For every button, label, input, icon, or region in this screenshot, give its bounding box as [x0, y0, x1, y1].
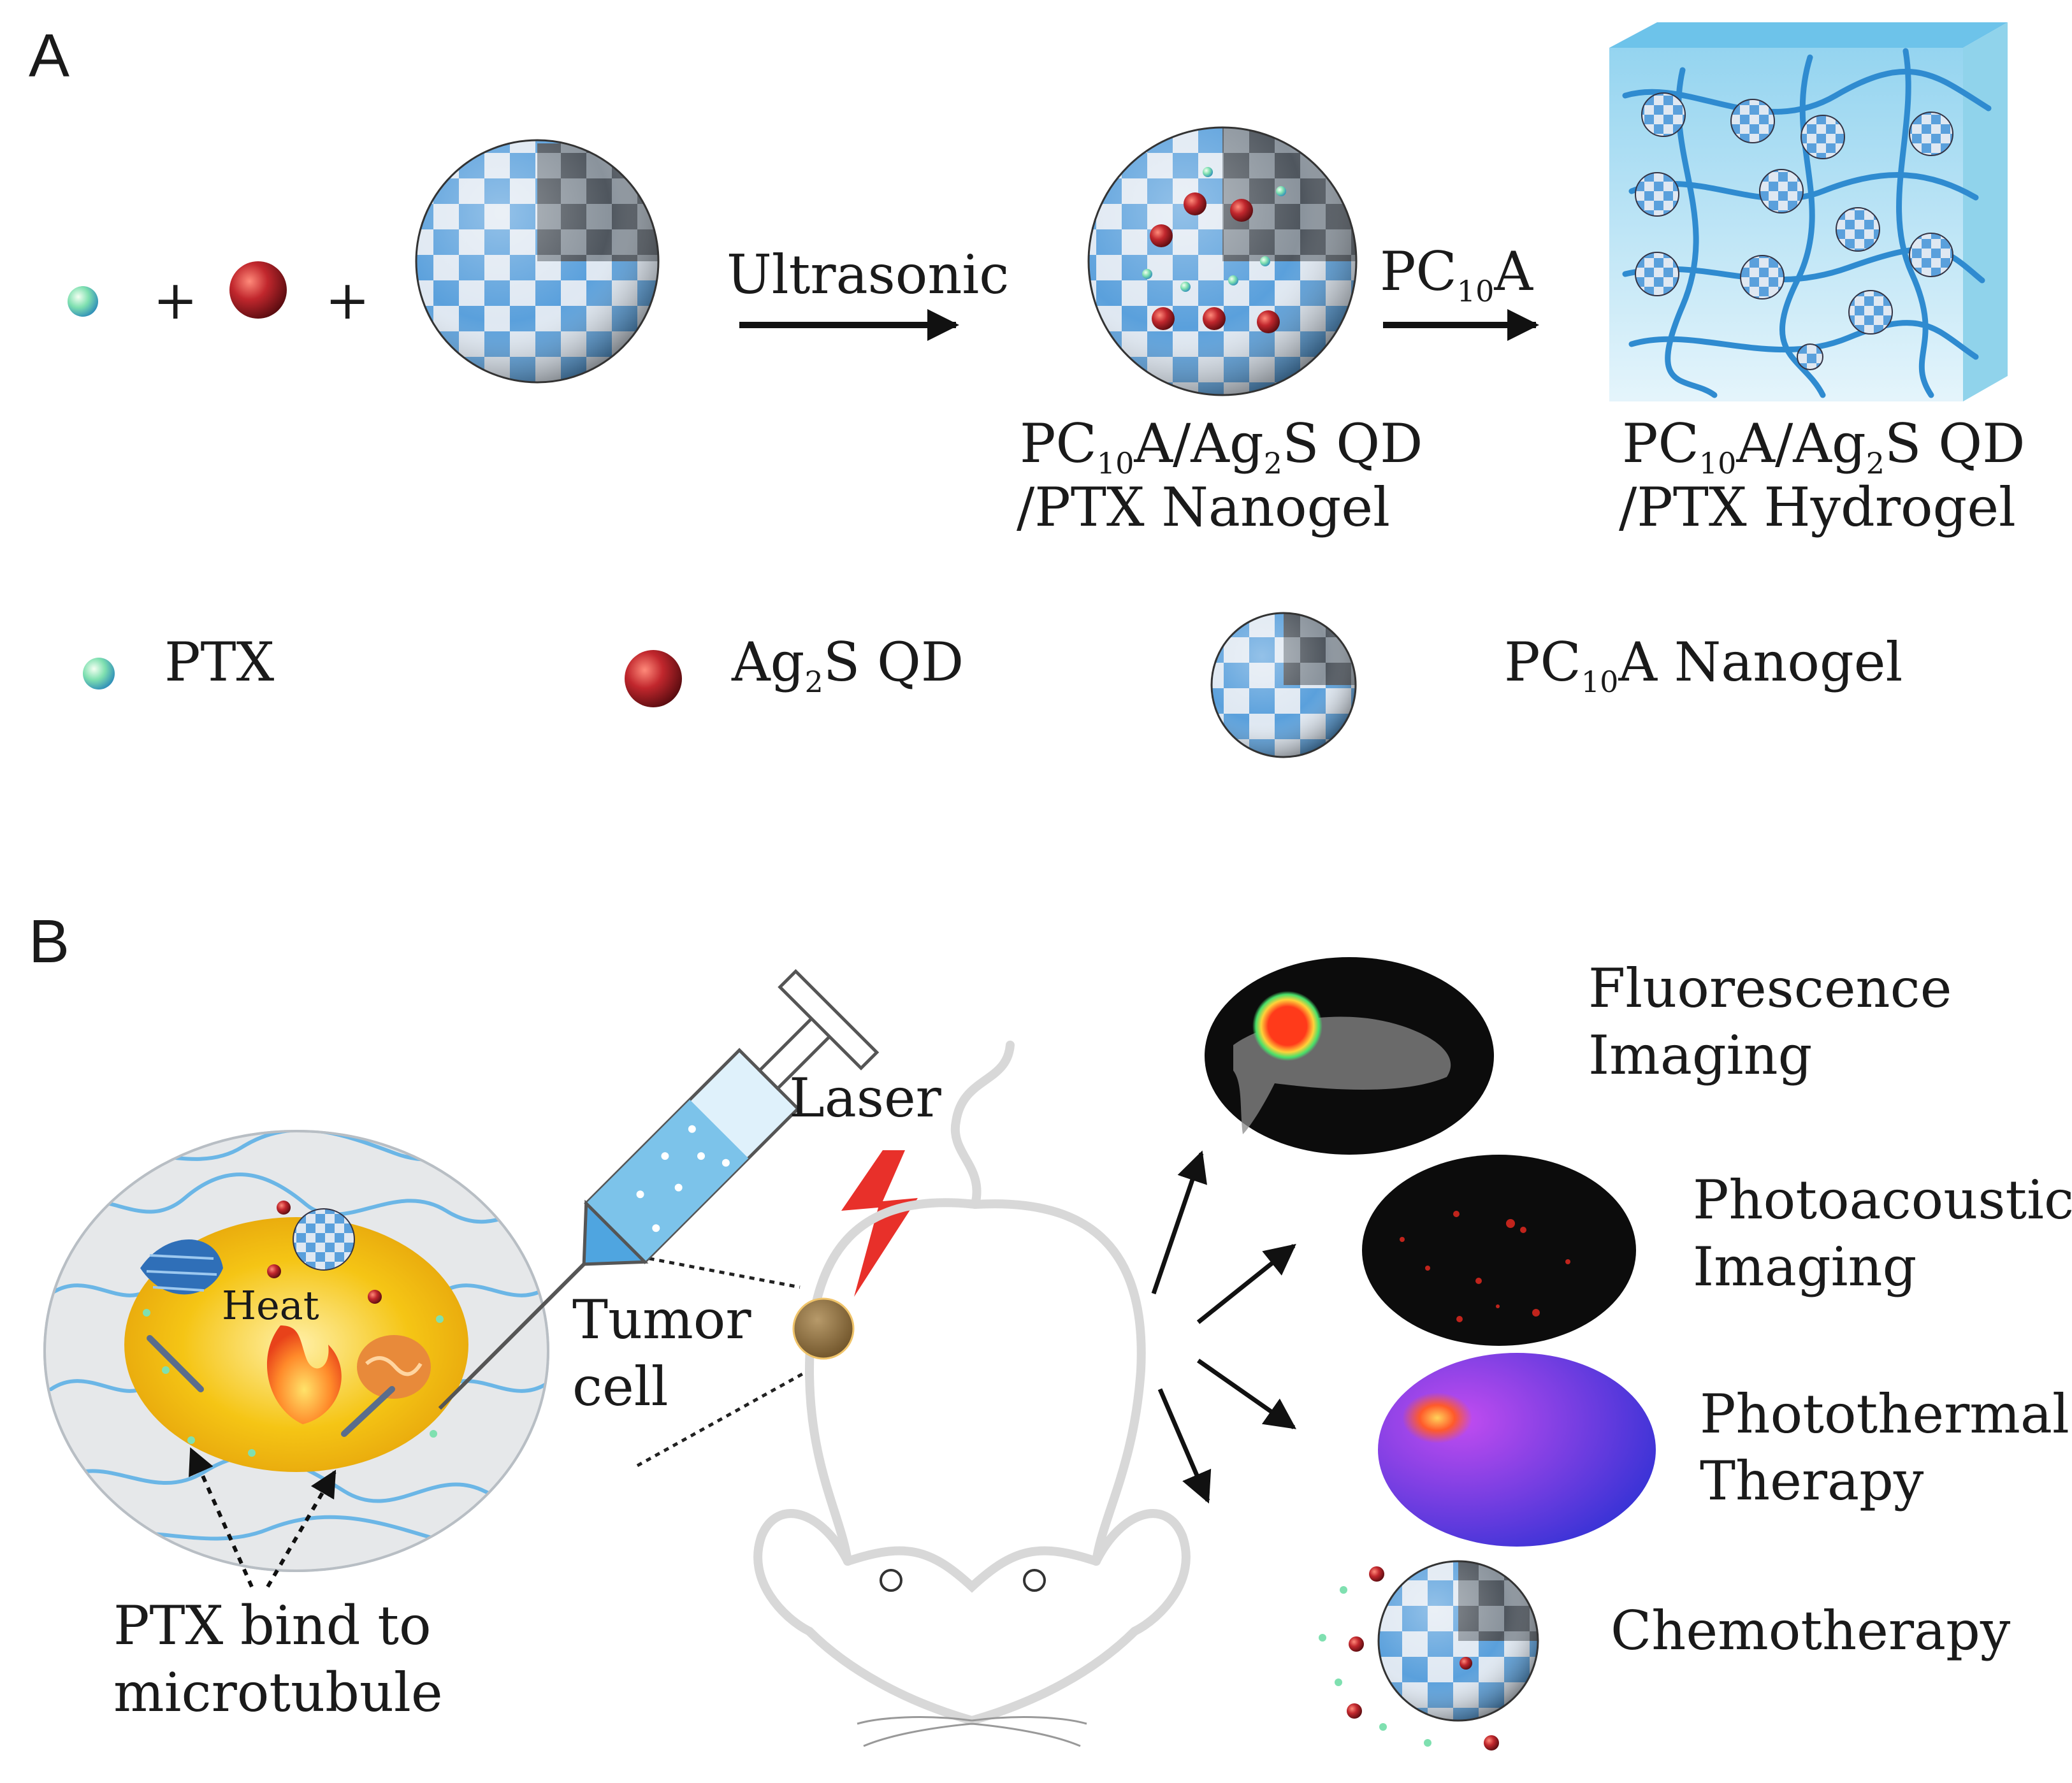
photothermal-label-line2: Therapy	[1700, 1450, 1924, 1512]
qd-particle-icon	[229, 261, 287, 319]
tumor-icon	[792, 1297, 855, 1360]
legend-nanogel-label: PC10A Nanogel	[1504, 631, 1902, 699]
nanogel-caption-line1: PC10A/Ag2S QD	[1020, 412, 1423, 480]
step-label-pc10a: PC10A	[1380, 240, 1533, 308]
nanogel-caption-line2: /PTX Nanogel	[1017, 476, 1390, 538]
photoacoustic-image-icon	[1362, 1155, 1636, 1346]
hydrogel-caption-line1: PC10A/Ag2S QD	[1622, 412, 2025, 480]
ptx-molecule-icon	[68, 286, 98, 317]
tumor-label-line1: Tumor	[572, 1289, 751, 1351]
plus-sign: +	[153, 269, 198, 331]
loaded-nanogel-icon	[1087, 126, 1358, 396]
chemotherapy-label: Chemotherapy	[1611, 1599, 2011, 1662]
legend-qd-label: Ag2S QD	[731, 631, 964, 699]
photothermal-image-icon	[1378, 1353, 1656, 1547]
photoacoustic-label-line1: Photoacoustic	[1693, 1169, 2072, 1231]
heat-label: Heat	[222, 1282, 319, 1329]
panel-a-label: A	[29, 22, 69, 90]
step-label-ultrasonic: Ultrasonic	[727, 243, 1009, 306]
mouse-eye-icon	[1023, 1569, 1046, 1592]
laser-label: Laser	[789, 1067, 942, 1129]
fluorescence-label-line1: Fluorescence	[1588, 957, 1952, 1020]
nanogel-sphere-icon	[415, 139, 660, 384]
legend-ptx-icon	[83, 658, 115, 689]
ptx-bind-label-line1: PTX bind to	[113, 1594, 431, 1657]
legend-nanogel-icon	[1210, 612, 1357, 758]
fluorescence-label-line2: Imaging	[1588, 1024, 1812, 1086]
ptx-bind-label-line2: microtubule	[113, 1661, 443, 1724]
hydrogel-cube-icon	[1609, 22, 2008, 401]
photoacoustic-label-line2: Imaging	[1693, 1236, 1916, 1298]
mouse-eye-icon	[880, 1569, 902, 1592]
tumor-label-line2: cell	[572, 1355, 669, 1418]
cell-in-hydrogel-icon	[43, 1130, 549, 1572]
syringe-icon	[438, 969, 880, 1410]
mouse-whiskers-icon	[857, 1716, 1087, 1747]
plus-sign: +	[325, 269, 370, 331]
legend-qd-icon	[625, 650, 682, 707]
hydrogel-caption-line2: /PTX Hydrogel	[1619, 476, 2016, 538]
outcome-arrows	[1151, 1150, 1297, 1504]
microtubule-pointer-arrows	[189, 1447, 337, 1588]
photothermal-label-line1: Photothermal	[1700, 1383, 2069, 1445]
laser-bolt-icon	[841, 1150, 918, 1297]
legend-ptx-label: PTX	[164, 631, 275, 693]
fluorescence-image-icon	[1205, 957, 1494, 1155]
drug-release-nanogel-icon	[1319, 1560, 1539, 1751]
mouse-outline-icon	[753, 1041, 1191, 1726]
panel-b-label: B	[29, 907, 69, 976]
